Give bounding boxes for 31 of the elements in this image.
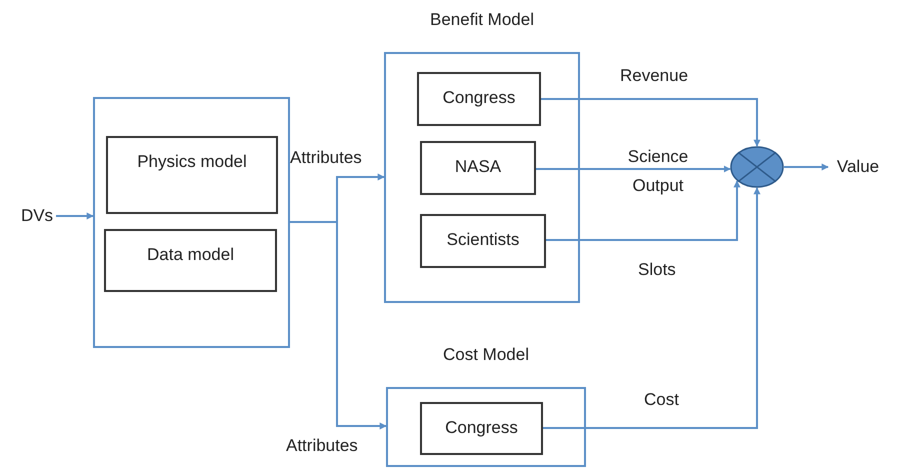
box-label: Physics model: [137, 152, 247, 172]
edge-label: Science Output: [626, 146, 690, 197]
box-heading: Benefit Model: [429, 10, 535, 30]
edge-label: Cost: [644, 389, 679, 411]
node-label: Value: [828, 155, 888, 179]
box-label: NASA: [454, 157, 502, 177]
arrow: [784, 164, 829, 170]
process-box: [420, 402, 543, 455]
box-label: Congress: [445, 418, 518, 438]
box-label: Data model: [147, 245, 234, 265]
arrow: [290, 221, 387, 430]
multiplier-circle: [730, 146, 784, 188]
box-label: Congress: [442, 88, 516, 108]
model-box: [93, 97, 290, 348]
box-label: Scientists: [446, 230, 520, 250]
arrow: [546, 180, 740, 241]
arrow: [543, 187, 760, 429]
process-box: [106, 136, 278, 214]
edge-label: Slots: [638, 259, 676, 281]
process-box: [420, 214, 546, 268]
node-label: DVs: [18, 204, 56, 228]
arrow: [56, 212, 94, 220]
arrow: [536, 166, 731, 172]
edge-label: Attributes: [286, 435, 358, 457]
process-box: [420, 141, 536, 195]
arrow: [541, 98, 760, 147]
edge-label: Revenue: [620, 65, 688, 87]
box-heading: Cost Model: [442, 345, 530, 365]
process-box: [104, 229, 277, 292]
process-box: [417, 72, 541, 126]
edge-label: Attributes: [290, 147, 362, 169]
